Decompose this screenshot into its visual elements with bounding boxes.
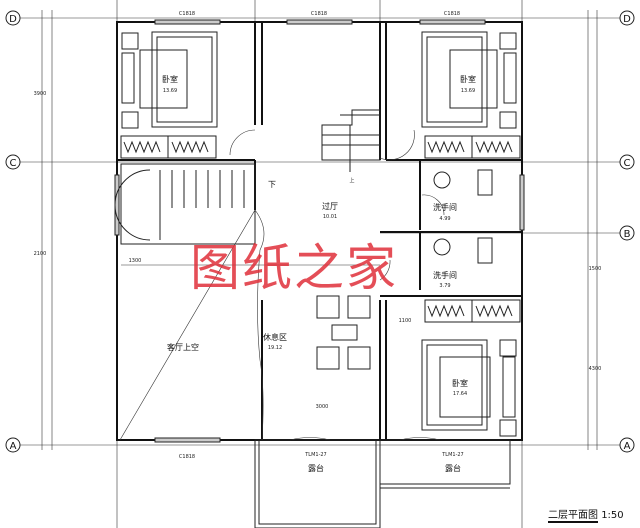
- bed-bottom: [421, 339, 517, 437]
- axis-marker-b: B: [619, 225, 635, 241]
- svg-text:4300: 4300: [589, 366, 602, 372]
- room-name: 露台: [445, 463, 461, 473]
- room-name: 卧室: [452, 378, 468, 388]
- svg-text:C: C: [624, 158, 631, 169]
- stair-spiral: [114, 163, 256, 245]
- svg-text:C1818: C1818: [179, 454, 195, 460]
- windows: [114, 19, 525, 443]
- svg-text:C1818: C1818: [311, 11, 327, 17]
- svg-text:TLM1-27: TLM1-27: [441, 452, 464, 458]
- svg-text:3000: 3000: [316, 404, 329, 410]
- room-name: 露台: [308, 463, 324, 473]
- window-labels: C1818 C1818 C1818 C1818 TLM1-27 TLM1-27: [179, 11, 464, 460]
- drawing-title: 二层平面图 1:50: [548, 506, 624, 523]
- drawing-scale: 1:50: [601, 510, 624, 521]
- svg-text:D: D: [9, 14, 17, 25]
- drawing-title-text: 二层平面图: [548, 510, 598, 523]
- wardrobe-bottom: [424, 299, 521, 323]
- room-area: 17.64: [453, 391, 467, 397]
- bed-right: [421, 31, 517, 129]
- svg-text:1500: 1500: [589, 266, 602, 272]
- dimension-labels: 1300 3000 1100 2100 4300 3900 1500: [34, 91, 602, 410]
- room-area: 13.69: [163, 88, 177, 94]
- svg-text:C1818: C1818: [179, 11, 195, 17]
- svg-text:C1818: C1818: [444, 11, 460, 17]
- axis-marker-a: A A: [5, 437, 635, 453]
- svg-text:A: A: [624, 441, 631, 452]
- room-name: 卧室: [162, 74, 178, 84]
- room-area: 4.99: [439, 216, 450, 222]
- room-name: 洗手间: [433, 270, 457, 280]
- lounge-furniture: [316, 295, 371, 370]
- svg-text:3900: 3900: [34, 91, 47, 97]
- stair-down-label: 下: [268, 180, 276, 189]
- axis-marker-c: C C: [5, 154, 635, 170]
- doors: [229, 129, 445, 441]
- svg-text:A: A: [10, 441, 17, 452]
- room-area: 13.69: [461, 88, 475, 94]
- room-name: 洗手间: [433, 202, 457, 212]
- bath-fixtures: [433, 169, 493, 264]
- room-labels: 卧室 13.69 卧室 13.69 过厅 10.01 洗手间 4.99 洗手间 …: [162, 74, 476, 473]
- svg-text:B: B: [624, 229, 631, 240]
- room-name: 过厅: [322, 201, 338, 211]
- svg-text:1300: 1300: [129, 258, 142, 264]
- bed-left: [121, 31, 218, 129]
- balconies: [254, 439, 511, 528]
- svg-text:1100: 1100: [399, 318, 412, 324]
- room-name: 客厅上空: [167, 342, 199, 352]
- stair-up-label: 上: [349, 177, 354, 184]
- svg-text:TLM1-27: TLM1-27: [304, 452, 327, 458]
- wardrobe-left: [120, 135, 217, 159]
- watermark: 图纸之家: [190, 239, 398, 297]
- room-area: 19.12: [268, 345, 282, 351]
- wardrobe-right: [424, 135, 521, 159]
- stair-main: [321, 109, 381, 172]
- void-lines: [119, 209, 380, 441]
- room-area: 10.01: [323, 214, 337, 220]
- svg-text:D: D: [623, 14, 631, 25]
- axis-marker-d: D D: [5, 10, 635, 26]
- svg-text:2100: 2100: [34, 251, 47, 257]
- room-name: 休息区: [263, 332, 287, 342]
- room-area: 3.79: [439, 283, 450, 289]
- svg-text:C: C: [10, 158, 17, 169]
- room-name: 卧室: [460, 74, 476, 84]
